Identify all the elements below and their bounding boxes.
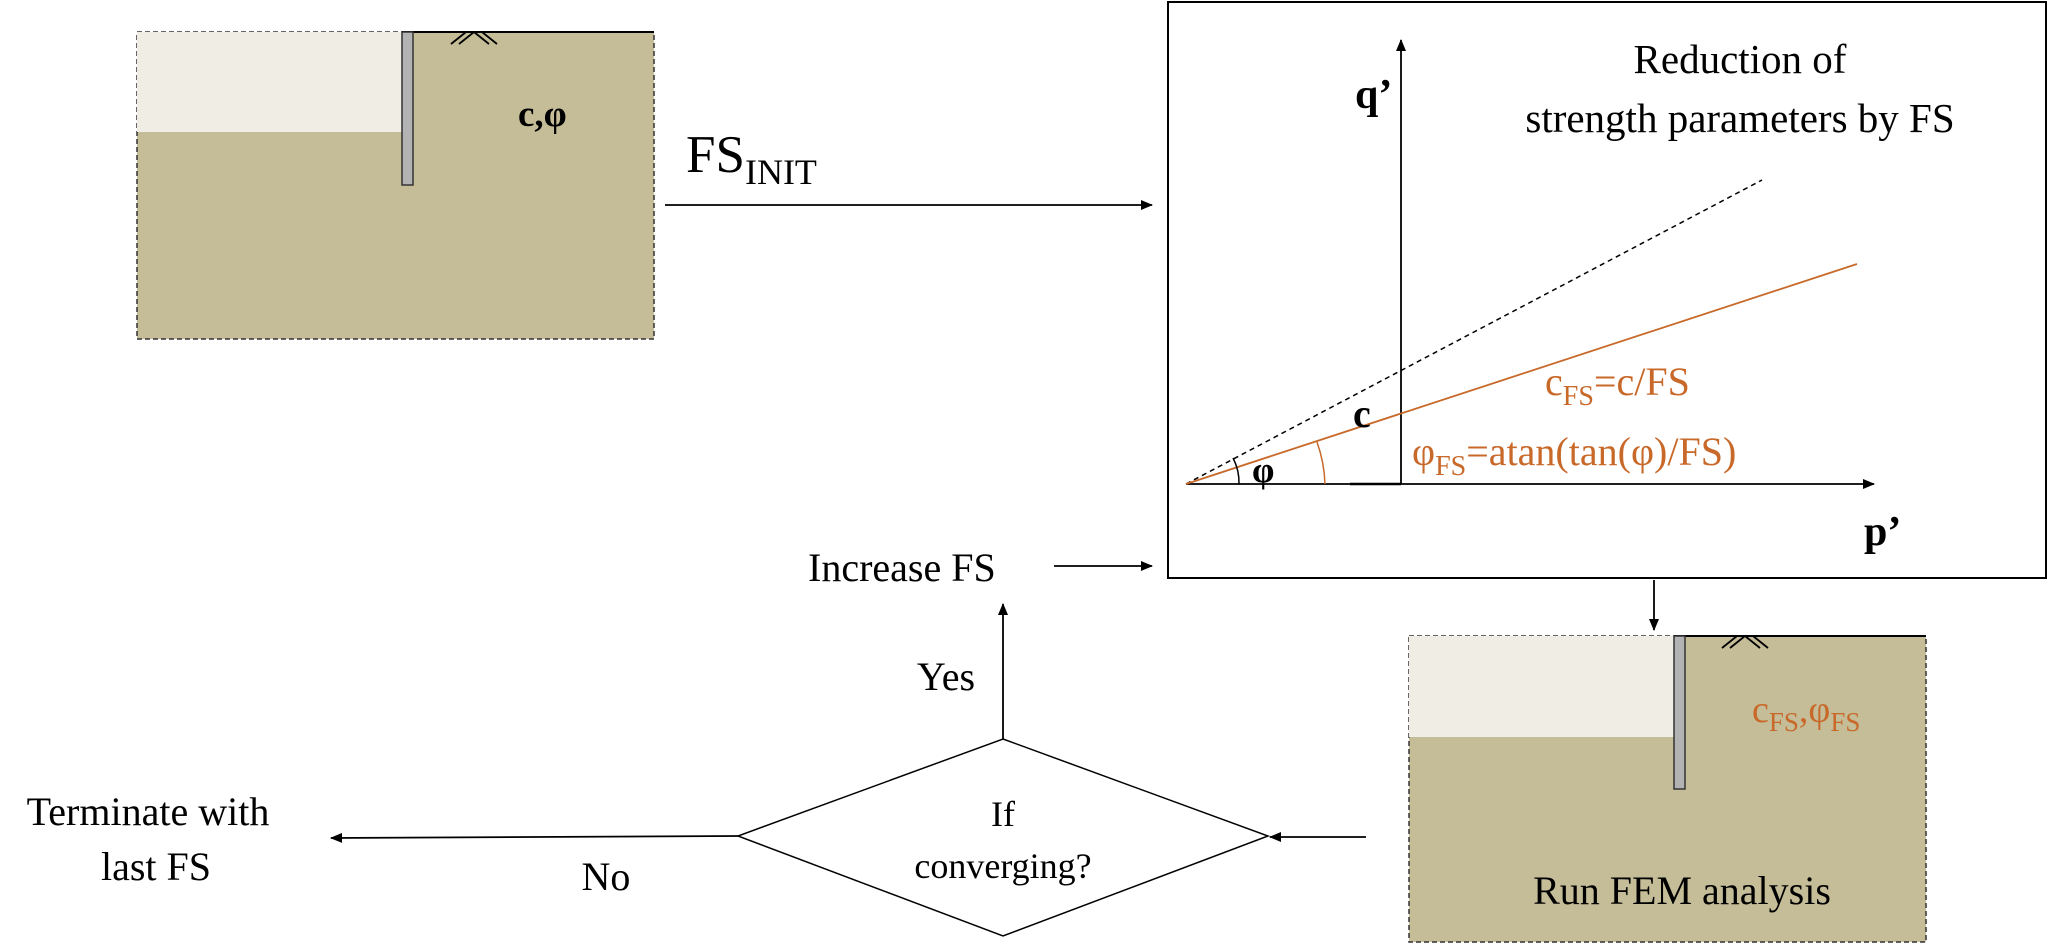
phi-label: φ (1252, 450, 1274, 490)
convergence-decision: If converging? (735, 738, 1271, 937)
initial-soil-model: c,φ (136, 31, 655, 340)
decision-text-line1: If (991, 794, 1015, 834)
c-fs-formula: cFS=c/FS (1545, 359, 1690, 412)
fem-excavated-zone (1409, 636, 1674, 737)
terminate-text-line2: last FS (101, 844, 211, 889)
fs-init-label: FSINIT (686, 126, 817, 192)
plot-title-line1: Reduction of (1634, 36, 1847, 82)
ground-surface-symbol (450, 31, 498, 45)
no-label: No (582, 854, 631, 899)
decision-diamond (735, 738, 1271, 937)
terminate-text-line1: Terminate with (27, 789, 270, 834)
reduced-failure-envelope (1185, 263, 1858, 485)
p-axis-label: p’ (1864, 509, 1901, 555)
no-arrow (330, 832, 739, 843)
phi-fs-angle-arc (1316, 441, 1326, 485)
decision-text-line2: converging? (914, 846, 1091, 886)
fem-soil-model: cFS,φFS Run FEM analysis (1408, 635, 1927, 943)
fem-reduced-parameters-label: cFS,φFS (1752, 689, 1860, 737)
phi-angle-arc (1232, 457, 1240, 485)
strength-reduction-plot: Reduction of strength parameters by FS q… (1167, 1, 2047, 579)
fem-ground-surface-symbol (1721, 635, 1769, 649)
retaining-wall (401, 31, 414, 186)
plot-title-line2: strength parameters by FS (1525, 95, 1954, 141)
plot-frame (1167, 1, 2047, 579)
original-failure-envelope (1185, 179, 1763, 485)
cohesion-label: c (1353, 391, 1371, 436)
increase-fs-label: Increase FS (808, 545, 996, 590)
excavated-zone (137, 32, 402, 132)
q-axis-label: q’ (1355, 72, 1392, 118)
soil-parameters-label: c,φ (518, 94, 567, 135)
phi-fs-formula: φFS=atan(tan(φ)/FS) (1412, 429, 1736, 482)
yes-label: Yes (917, 654, 975, 699)
run-fem-label: Run FEM analysis (1533, 868, 1831, 913)
init-fs-arrow: FSINIT (665, 126, 1153, 210)
fem-retaining-wall (1673, 635, 1686, 790)
